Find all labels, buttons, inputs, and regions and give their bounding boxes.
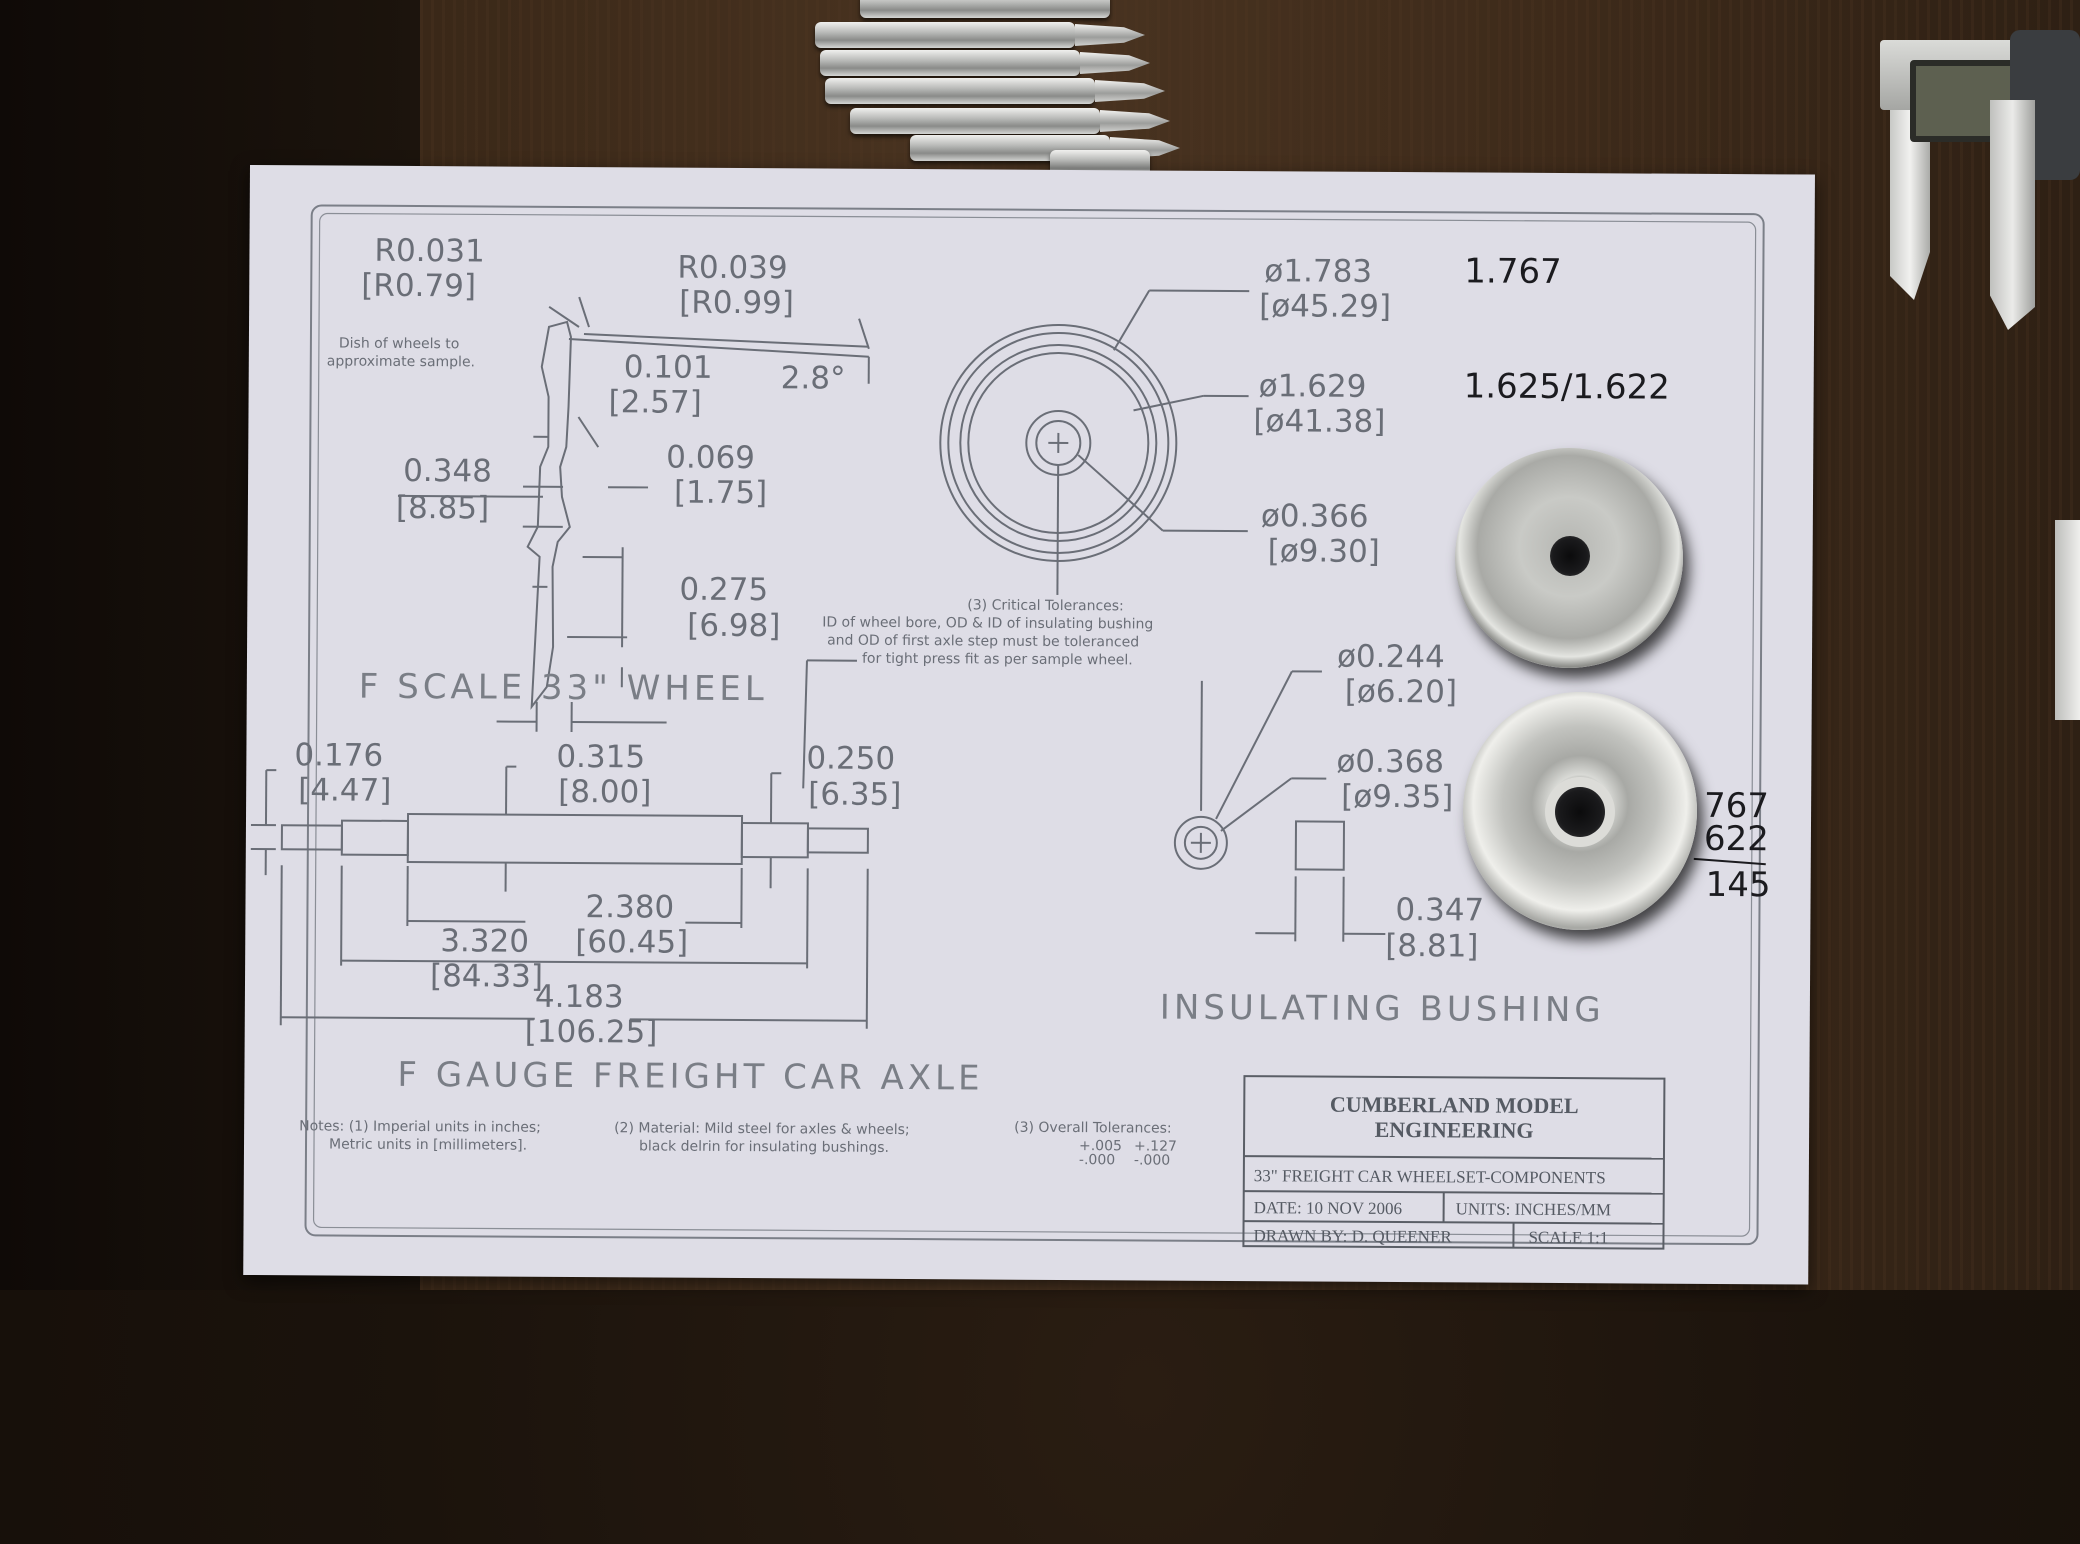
r-inner-mm-label: [R0.99] — [679, 285, 794, 322]
handwritten-calc-2: 622 — [1704, 819, 1769, 859]
thickness-label: 0.101 — [624, 349, 713, 386]
bushing-id-label: ø0.244 — [1337, 639, 1445, 676]
bushing-id-mm-label: [ø6.20] — [1345, 674, 1457, 711]
note-3c: -.000 — [1079, 1152, 1115, 1168]
r-outer-mm-label: [R0.79] — [361, 268, 476, 305]
tol-leaders — [802, 659, 1203, 811]
axle-d1-mm-label: [4.47] — [298, 772, 391, 809]
drawing-title: 33" FREIGHT CAR WHEELSET-COMPONENTS — [1254, 1166, 1606, 1187]
machined-wheel-back — [1455, 448, 1683, 668]
axle-d1-label: 0.176 — [294, 737, 383, 774]
axle-d2-mm-label: [8.00] — [558, 774, 651, 811]
note-3d: +.127 — [1134, 1138, 1177, 1154]
tread-mm-label: [6.98] — [687, 608, 780, 645]
drawing-date: DATE: 10 NOV 2006 — [1254, 1198, 1403, 1218]
wheel-front-view — [939, 289, 1250, 595]
digital-caliper — [1850, 0, 2080, 340]
note-3a: (3) Overall Tolerances: — [1014, 1120, 1172, 1137]
axle-drawing — [250, 765, 869, 1029]
flange-mm-label: [1.75] — [674, 475, 767, 512]
axle-d2-label: 0.315 — [556, 739, 645, 776]
wheel-od-mm-label: [ø45.29] — [1259, 288, 1391, 325]
tol-note-2: ID of wheel bore, OD & ID of insulating … — [822, 615, 1153, 633]
handwritten-calc-1: 767 — [1704, 786, 1769, 826]
handwritten-tread-measurement: 1.625/1.622 — [1464, 366, 1670, 407]
tread-dia-mm-label: [ø41.38] — [1253, 403, 1385, 440]
note-3b: +.005 — [1079, 1138, 1122, 1154]
bushing-od-label: ø0.368 — [1336, 744, 1444, 781]
company-line-1: CUMBERLAND MODEL — [1330, 1092, 1579, 1119]
engineering-drawing-sheet: R0.031 [R0.79] R0.039 [R0.99] Dish of wh… — [243, 165, 1815, 1285]
width-mm-label: [8.85] — [396, 490, 489, 527]
r-outer-label: R0.031 — [374, 233, 485, 270]
dish-note-1: Dish of wheels to — [339, 336, 460, 353]
bushing-len-mm-label: [8.81] — [1385, 928, 1478, 965]
note-2a: (2) Material: Mild steel for axles & whe… — [614, 1120, 910, 1138]
thickness-mm-label: [2.57] — [608, 384, 701, 421]
company-line-2: ENGINEERING — [1375, 1117, 1534, 1143]
bore-label: ø0.366 — [1261, 498, 1369, 535]
tread-label: 0.275 — [679, 572, 768, 609]
tol-note-4: for tight press fit as per sample wheel. — [862, 651, 1133, 669]
handwritten-calc-3: 145 — [1706, 865, 1771, 905]
tol-note-1: (3) Critical Tolerances: — [967, 597, 1124, 614]
drawing-svg: R0.031 [R0.79] R0.039 [R0.99] Dish of wh… — [250, 204, 1771, 1250]
handwritten-calc-rule — [1693, 857, 1766, 866]
axle-title: F GAUGE FREIGHT CAR AXLE — [397, 1055, 983, 1099]
bushing-drawing — [1173, 670, 1386, 942]
flange-label: 0.069 — [666, 440, 755, 477]
wheel-section-view — [397, 296, 870, 732]
handwritten-od-measurement: 1.767 — [1464, 251, 1562, 292]
tol-note-3: and OD of first axle step must be tolera… — [827, 633, 1139, 651]
axle-l1-label: 2.380 — [585, 889, 674, 926]
note-1b: Metric units in [millimeters]. — [329, 1137, 527, 1154]
axle-l2-mm-label: [84.33] — [430, 958, 543, 995]
machined-wheel-front — [1463, 692, 1697, 930]
caliper-fragment — [2055, 520, 2080, 720]
axle-l3-mm-label: [106.25] — [525, 1014, 658, 1051]
drawing-scale: SCALE 1:1 — [1528, 1228, 1608, 1247]
tread-dia-label: ø1.629 — [1259, 368, 1367, 405]
bore-mm-label: [ø9.30] — [1268, 533, 1380, 570]
drawing-units: UNITS: INCHES/MM — [1456, 1199, 1611, 1219]
dish-note-2: approximate sample. — [327, 353, 475, 370]
wheel-od-label: ø1.783 — [1264, 253, 1372, 290]
bushing-title: INSULATING BUSHING — [1160, 988, 1605, 1031]
note-1a: Notes: (1) Imperial units in inches; — [299, 1118, 541, 1135]
bushing-len-label: 0.347 — [1395, 892, 1484, 929]
note-3e: -.000 — [1134, 1152, 1170, 1168]
width-label: 0.348 — [403, 453, 492, 490]
wheel-title: F SCALE 33" WHEEL — [359, 667, 768, 709]
note-2b: black delrin for insulating bushings. — [639, 1138, 889, 1156]
axle-l3-label: 4.183 — [535, 979, 624, 1016]
axle-l1-mm-label: [60.45] — [575, 924, 688, 961]
bushing-od-mm-label: [ø9.35] — [1341, 779, 1453, 816]
axle-d3-label: 0.250 — [806, 740, 895, 777]
axle-l2-label: 3.320 — [440, 923, 529, 960]
axle-d3-mm-label: [6.35] — [808, 776, 901, 813]
drawn-by: DRAWN BY: D. QUEENER — [1253, 1226, 1452, 1246]
r-inner-label: R0.039 — [677, 250, 788, 287]
title-block — [1242, 1075, 1666, 1250]
taper-label: 2.8° — [781, 360, 846, 396]
